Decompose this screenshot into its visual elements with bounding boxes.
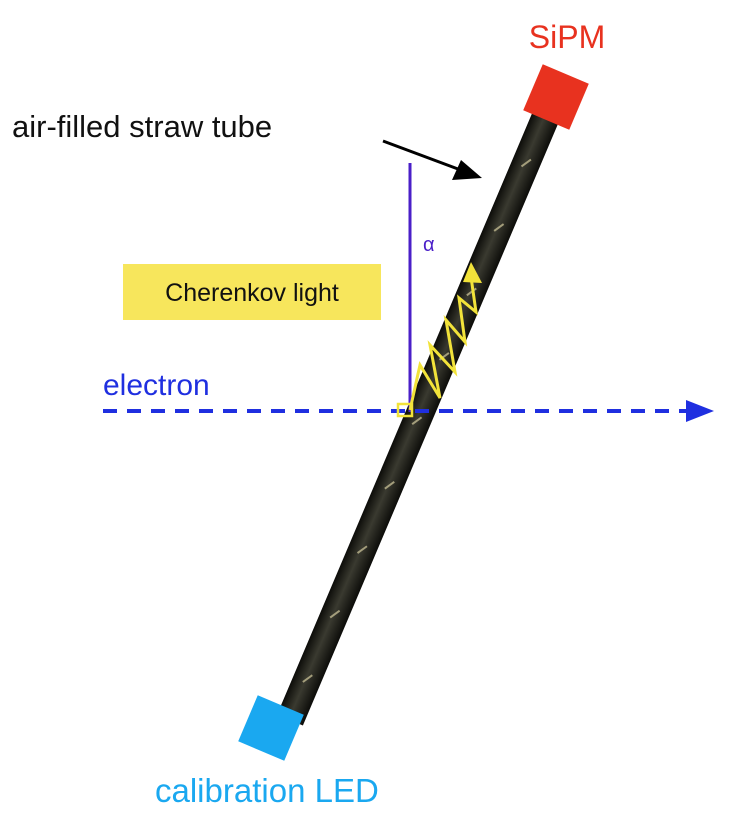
led-label: calibration LED: [155, 772, 379, 809]
sipm-sensor: [523, 64, 589, 130]
sipm-label: SiPM: [529, 19, 605, 55]
electron-label: electron: [103, 369, 210, 402]
alpha-label: α: [423, 234, 435, 256]
straw-tube: [277, 89, 568, 726]
calibration-led: [238, 695, 304, 761]
cherenkov-arrowhead-icon: [463, 262, 482, 283]
tube-pointer-arrowhead-icon: [452, 160, 482, 180]
crossing-marker: [396, 402, 414, 418]
tube-pointer-line: [382, 139, 459, 171]
tube-label: air-filled straw tube: [12, 109, 272, 144]
cherenkov-label-box: [123, 264, 381, 320]
cherenkov-light-zigzag: [408, 269, 479, 411]
straw-tube-body: [277, 89, 568, 726]
cherenkov-label: Cherenkov light: [165, 279, 339, 307]
electron-arrowhead-icon: [686, 400, 714, 422]
